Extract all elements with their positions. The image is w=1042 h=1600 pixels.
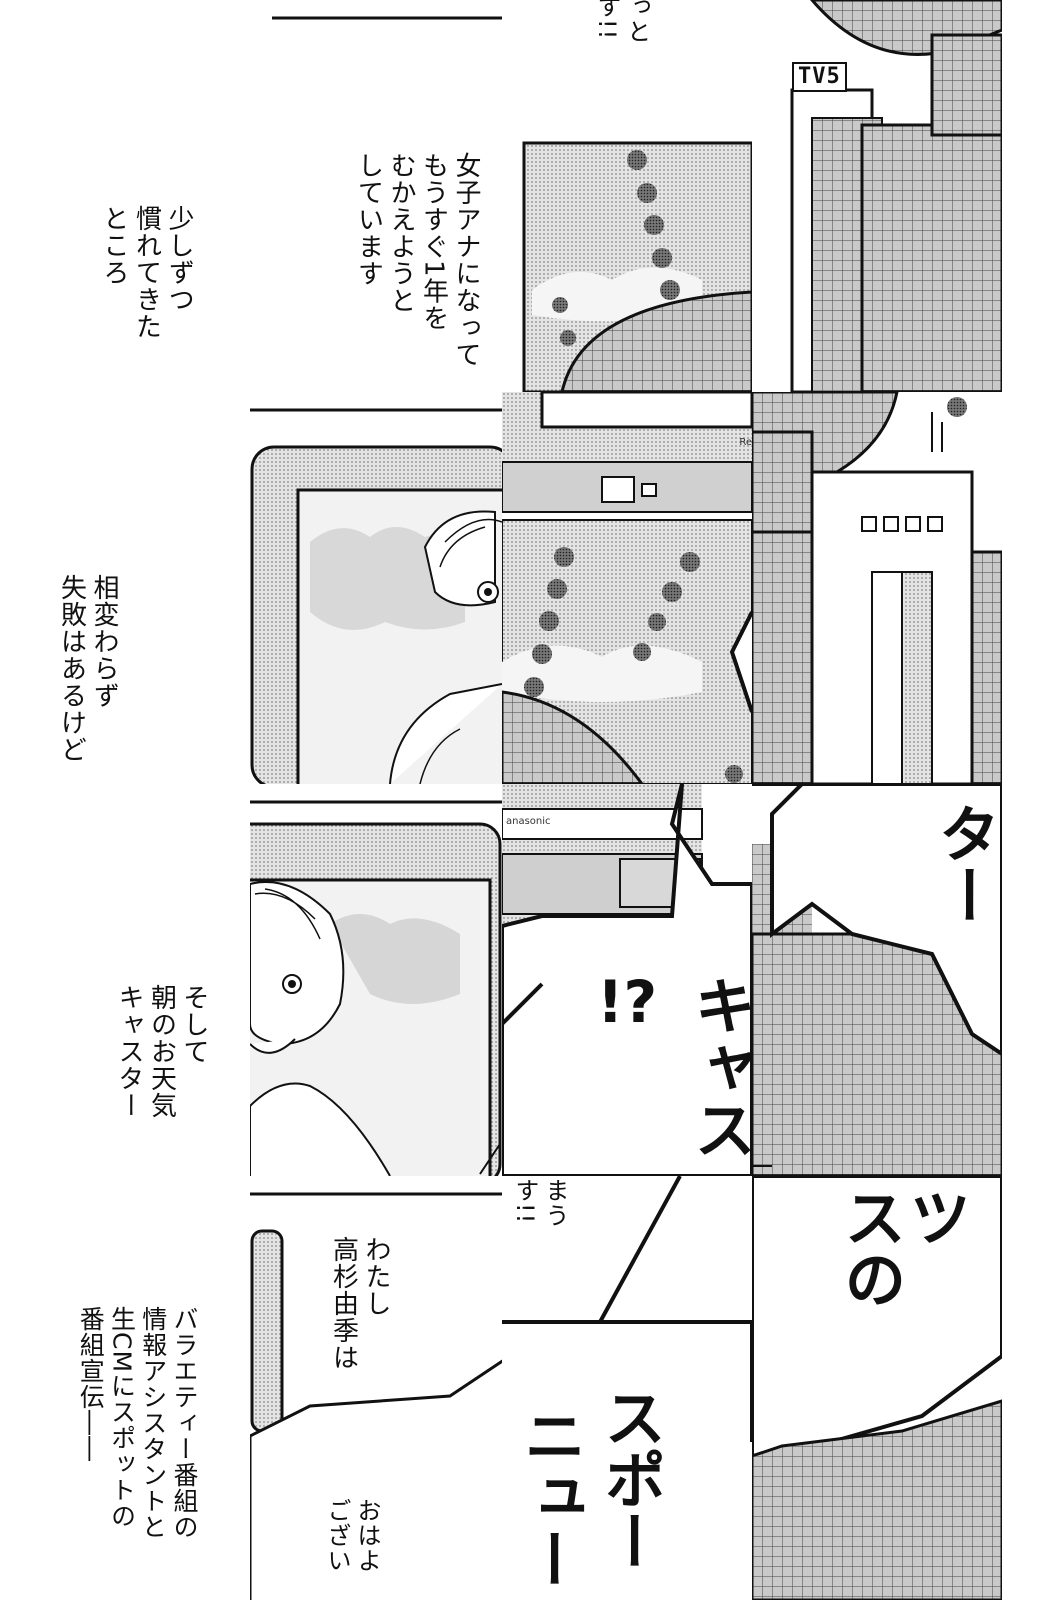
panel-tv5-building: TV5 <box>752 0 1002 392</box>
panel-ta-burst: ター <box>752 784 1002 1176</box>
sfx-tsu-no: ツ スの <box>833 1186 972 1310</box>
panel-caster-shout: anasonic !? キャス <box>502 784 752 1176</box>
tile-r1c1: 少しずつ 慣れてきた ところ <box>0 0 250 392</box>
panel-sky-dome: っと す!! <box>502 0 752 392</box>
tv-brand-top: Re <box>739 437 752 448</box>
speech-good-morning: おはよ ござい <box>323 1498 381 1573</box>
panel-tv-sky-inner: Re <box>502 392 752 784</box>
sfx-news: ニュー <box>513 1404 587 1590</box>
caption-getting-used: 少しずつ 慣れてきた ところ <box>99 205 194 340</box>
caption-duties: バラエティー番組の 情報アシスタントと 生CMにスポットの 番組宣伝―― <box>76 1306 199 1540</box>
panel-building-complex <box>752 392 1002 784</box>
caption-one-year: 女子アナになって もうすぐ1年を むかえようと しています <box>353 152 482 368</box>
panel-tv-woman-smile <box>250 784 502 1176</box>
sfx-interrobang: !? <box>597 968 658 1036</box>
fragment-masu: まう す!! <box>511 1178 569 1228</box>
tile-r3c1: そして 朝のお天気 キャスター <box>0 784 250 1176</box>
tile-r2c1: 相変わらず 失敗はあるけど <box>0 392 250 784</box>
tile-r4c2: わたし 高杉由季は おはよ ござい <box>250 1176 502 1600</box>
panel-tv-woman-top <box>250 392 502 784</box>
caption-weather-caster: そして 朝のお天気 キャスター <box>114 984 209 1119</box>
panel-sports-news-right: ツ スの <box>752 1176 1002 1600</box>
tile-r4c1: バラエティー番組の 情報アシスタントと 生CMにスポットの 番組宣伝―― <box>0 1176 250 1600</box>
sfx-caster: キャス <box>683 974 752 1160</box>
caption-mistakes: 相変わらず 失敗はあるけど <box>56 574 120 763</box>
tv-brand-bottom: anasonic <box>506 816 551 827</box>
tv5-logo: TV5 <box>792 62 847 92</box>
panel-sports-news-left: まう す!! スポー ニュー <box>502 1176 752 1600</box>
sfx-sports: スポー <box>593 1386 667 1572</box>
sfx-ta: ター <box>928 802 1002 926</box>
fragment-top: っと す!! <box>593 0 651 44</box>
tile-r1c2: 女子アナになって もうすぐ1年を むかえようと しています <box>250 0 502 392</box>
caption-name: わたし 高杉由季は <box>328 1236 392 1371</box>
